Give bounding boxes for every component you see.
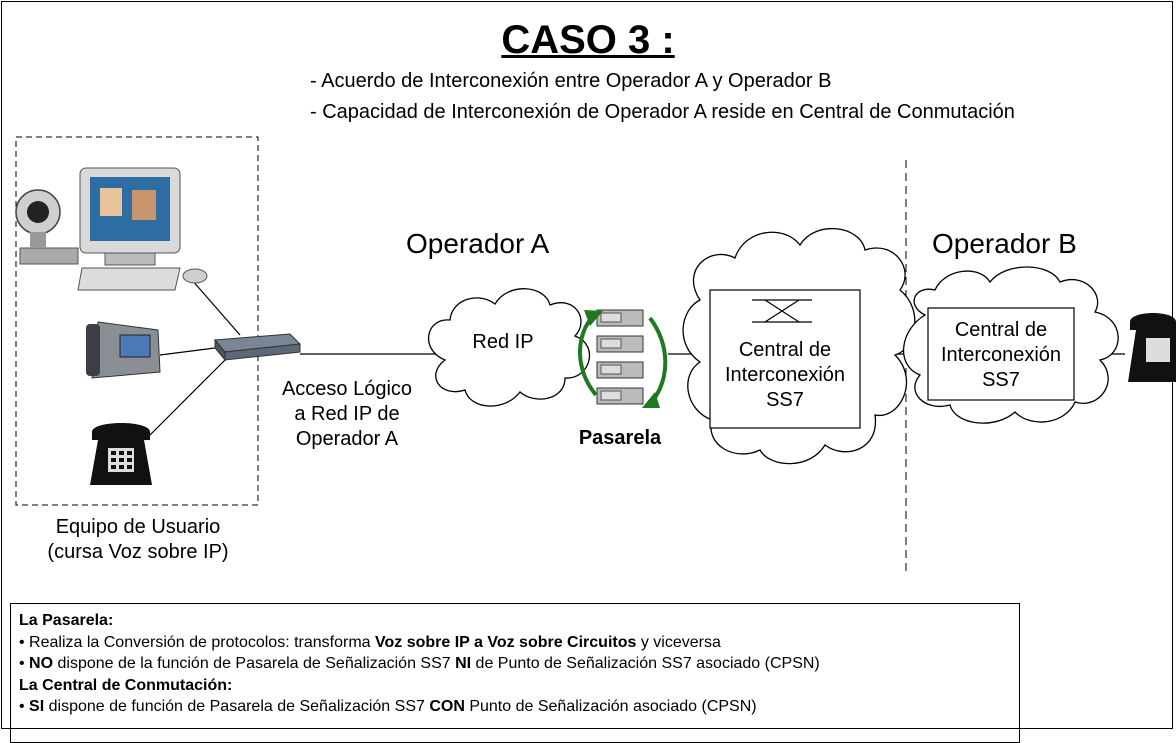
user-equipment-label: Equipo de Usuario (cursa Voz sobre IP) [20, 515, 256, 565]
operator-b-label: Operador B [932, 228, 1077, 259]
ip-phone-icon [86, 321, 161, 379]
central-a-label: Central de Interconexión SS7 [710, 338, 860, 413]
user-equipment-line-1: Equipo de Usuario [55, 516, 221, 538]
red-ip-label: Red IP [472, 331, 534, 353]
central-b-line-2: Interconexión [940, 344, 1062, 366]
switch-matrix-icon [752, 299, 812, 323]
notes-bullet-2: • NO dispone de la función de Pasarela d… [19, 655, 820, 672]
notes-heading-pasarela: La Pasarela: [19, 612, 114, 629]
notes-box: La Pasarela: • Realiza la Conversión de … [10, 603, 1020, 743]
notes-b3-bold2: CON [429, 698, 465, 715]
subtitle-line-1: - Acuerdo de Interconexión entre Operado… [310, 70, 832, 92]
computer-icon [19, 167, 208, 291]
user-equipment-line-2: (cursa Voz sobre IP) [47, 541, 229, 563]
arrow-head-up [584, 310, 603, 326]
notes-b2-tail: de Punto de Señalización SS7 asociado (C… [471, 655, 820, 672]
central-b-label: Central de Interconexión SS7 [928, 318, 1074, 393]
notes-b3-text: dispone de función de Pasarela de Señali… [44, 698, 430, 715]
notes-bullet-1: • Realiza la Conversión de protocolos: t… [19, 633, 721, 651]
router-icon [213, 333, 302, 362]
arrow-head-down [642, 392, 660, 408]
notes-b1-bold: Voz sobre IP a Voz sobre Circuitos [375, 633, 637, 651]
desk-phone-icon [1128, 313, 1176, 382]
notes-b3-bold1: SI [29, 698, 45, 715]
webcam-icon [15, 189, 61, 248]
central-b-box [927, 307, 1075, 401]
desk-phone-icon [90, 423, 152, 485]
diagram-title: CASO 3 : [501, 18, 675, 62]
subtitle-line-2: - Capacidad de Interconexión de Operador… [310, 101, 1015, 123]
notes-heading-central: La Central de Conmutación: [19, 676, 233, 694]
access-label-line-1: Acceso Lógico [281, 378, 413, 400]
central-a-line-3: SS7 [766, 389, 804, 411]
access-label-line-2: a Red IP de [294, 403, 400, 425]
central-b-line-1: Central de [954, 319, 1048, 341]
pasarela-label: Pasarela [578, 427, 662, 449]
notes-b1-text: Realiza la Conversión de protocolos: tra… [29, 633, 375, 651]
notes-b2-text: dispone de la función de Pasarela de Señ… [53, 655, 456, 672]
access-label-line-3: Operador A [295, 428, 399, 450]
notes-bullet-3: • SI dispone de función de Pasarela de S… [19, 698, 757, 715]
central-b-line-3: SS7 [982, 369, 1020, 391]
user-equipment-box [15, 136, 259, 506]
notes-b3-tail: Punto de Señalización asociado (CPSN) [464, 698, 757, 715]
operator-a-label: Operador A [406, 228, 550, 259]
server-stack-icon [596, 309, 644, 405]
notes-b2-bold1: NO [29, 655, 54, 672]
access-label: Acceso Lógico a Red IP de Operador A [272, 377, 422, 452]
central-a-line-2: Interconexión [724, 364, 846, 386]
notes-b1-tail: y viceversa [636, 633, 721, 651]
notes-b2-bold2: NI [455, 655, 472, 672]
central-a-line-1: Central de [738, 339, 832, 361]
red-ip-cloud [428, 288, 591, 407]
